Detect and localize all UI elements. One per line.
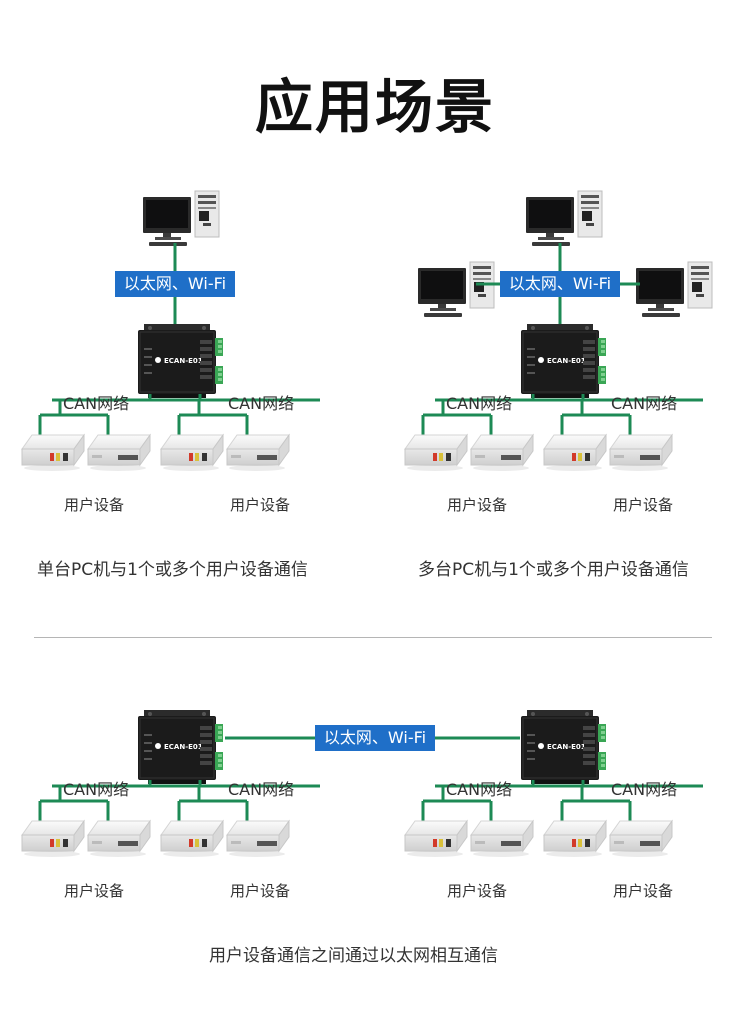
can-network-label-3b: CAN网络 (228, 780, 295, 799)
s3b-user-device-a2 (470, 819, 534, 857)
s2-user-device-a1 (404, 433, 468, 471)
can-network-label-1b: CAN网络 (228, 394, 295, 413)
pc-1-top (143, 190, 220, 246)
pc-2-top (526, 190, 603, 246)
pc-2-right (636, 261, 713, 317)
s1-gateway: ECAN-E01 (138, 324, 223, 398)
page-title: 应用场景 (254, 73, 495, 141)
user-device-label-3a: 用户设备 (64, 882, 125, 900)
s2-user-device-b1 (543, 433, 607, 471)
can-network-label-3a: CAN网络 (63, 780, 130, 799)
ethernet-wifi-label-2: 以太网、Wi-Fi (500, 271, 620, 297)
user-device-label-3b: 用户设备 (230, 882, 291, 900)
s2-user-device-b2 (609, 433, 673, 471)
scenario-caption-2: 多台PC机与1个或多个用户设备通信 (418, 560, 689, 580)
s3b-user-device-b2 (609, 819, 673, 857)
can-network-label-3d: CAN网络 (611, 780, 678, 799)
s1-user-device-b2 (226, 433, 290, 471)
svg-text:ECAN-E01: ECAN-E01 (164, 357, 203, 365)
user-device-label-1a: 用户设备 (64, 496, 125, 514)
can-network-label-2a: CAN网络 (446, 394, 513, 413)
ethernet-wifi-label-3: 以太网、Wi-Fi (315, 725, 435, 751)
ethernet-wifi-label-1: 以太网、Wi-Fi (115, 271, 235, 297)
user-device-label-3c: 用户设备 (447, 882, 508, 900)
scenario-caption-3: 用户设备通信之间通过以太网相互通信 (209, 946, 498, 966)
s1-user-device-a2 (87, 433, 151, 471)
s2-user-device-a2 (470, 433, 534, 471)
svg-text:ECAN-E01: ECAN-E01 (547, 357, 586, 365)
s3a-user-device-a2 (87, 819, 151, 857)
s3b-user-device-b1 (543, 819, 607, 857)
s3b-gateway: ECAN-E01 (521, 710, 606, 784)
s3a-gateway: ECAN-E01 (138, 710, 223, 784)
user-device-label-2a: 用户设备 (447, 496, 508, 514)
s1-user-device-a1 (21, 433, 85, 471)
s3a-user-device-a1 (21, 819, 85, 857)
s3b-user-device-a1 (404, 819, 468, 857)
scenario-caption-1: 单台PC机与1个或多个用户设备通信 (37, 560, 308, 580)
can-network-label-2b: CAN网络 (611, 394, 678, 413)
s3a-user-device-b1 (160, 819, 224, 857)
user-device-label-2b: 用户设备 (613, 496, 674, 514)
user-device-label-3d: 用户设备 (613, 882, 674, 900)
section-divider (34, 637, 712, 638)
s2-gateway: ECAN-E01 (521, 324, 606, 398)
user-device-label-1b: 用户设备 (230, 496, 291, 514)
s3a-user-device-b2 (226, 819, 290, 857)
svg-text:ECAN-E01: ECAN-E01 (547, 743, 586, 751)
s1-user-device-b1 (160, 433, 224, 471)
svg-text:ECAN-E01: ECAN-E01 (164, 743, 203, 751)
can-network-label-1a: CAN网络 (63, 394, 130, 413)
can-network-label-3c: CAN网络 (446, 780, 513, 799)
pc-2-left (418, 261, 495, 317)
